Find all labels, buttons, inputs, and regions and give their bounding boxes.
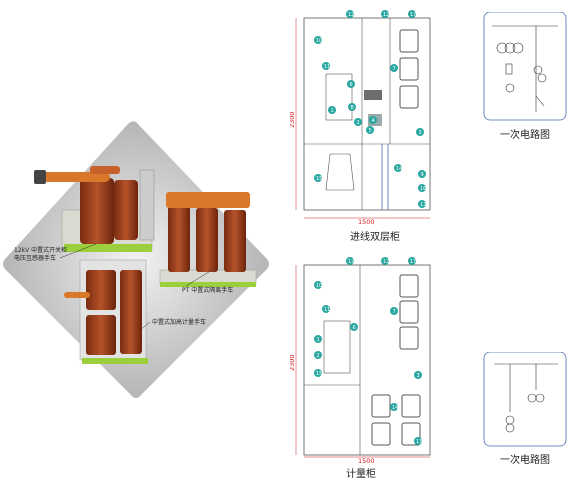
circuit-symbol-bottom <box>483 351 567 447</box>
metering-cabinet-diagram: 12 12 17 10 11 6 7 1 2 3 14 15 13 2300 1… <box>288 255 440 481</box>
dimension-lines-top <box>295 18 430 219</box>
svg-text:2: 2 <box>317 353 320 359</box>
caption-top-cabinet: 进线双层柜 <box>350 232 400 243</box>
svg-text:6: 6 <box>353 325 356 331</box>
pt-trolley-image <box>159 192 257 287</box>
svg-text:10: 10 <box>316 38 322 44</box>
cabinet-drawing-bottom: 12 12 17 10 11 6 7 1 2 3 14 15 13 2300 1… <box>288 257 431 465</box>
caption-circuit-bottom: 一次电路图 <box>500 455 550 466</box>
pt-trolley-label: PT 中置式隔离手车 <box>182 287 234 294</box>
svg-text:3: 3 <box>417 373 420 379</box>
svg-text:17: 17 <box>410 259 416 265</box>
vcb-trolley-label: 12kV 中置式开关柜 电压互感器手车 <box>14 247 68 262</box>
incoming-double-layer-cabinet-diagram: 12 12 17 10 11 6 7 8 1 2 4 5 3 14 15 9 1… <box>288 4 440 244</box>
cabinet-drawing-top: 12 12 17 10 11 6 7 8 1 2 4 5 3 14 15 9 1… <box>288 10 431 226</box>
svg-text:3: 3 <box>419 130 422 136</box>
svg-text:8: 8 <box>351 105 354 111</box>
vcb-trolley-image <box>34 166 155 252</box>
svg-text:7: 7 <box>393 309 396 315</box>
diamond-background <box>3 121 269 398</box>
svg-text:7: 7 <box>393 66 396 72</box>
svg-text:5: 5 <box>369 128 372 134</box>
metering-trolley-label: 中置式加高计量手车 <box>152 319 207 326</box>
caption-bottom-cabinet: 计量柜 <box>346 469 376 480</box>
svg-text:11: 11 <box>324 307 330 313</box>
primary-circuit-diagram-top: 一次电路图 <box>480 11 570 152</box>
svg-text:1: 1 <box>331 108 334 114</box>
svg-text:11: 11 <box>324 64 330 70</box>
svg-text:16: 16 <box>420 186 426 192</box>
svg-text:12: 12 <box>383 12 389 18</box>
dimension-lines-bottom <box>295 265 430 458</box>
svg-text:15: 15 <box>316 176 322 182</box>
circuit-symbol-top <box>483 11 567 121</box>
svg-text:4: 4 <box>372 118 375 124</box>
svg-text:14: 14 <box>396 166 402 172</box>
primary-circuit-diagram-bottom: 一次电路图 <box>480 351 570 467</box>
svg-text:17: 17 <box>410 12 416 18</box>
caption-circuit-top: 一次电路图 <box>500 130 550 141</box>
svg-text:12: 12 <box>348 12 354 18</box>
component-marker-numbers-bottom: 12 12 17 10 11 6 7 1 2 3 14 15 13 <box>316 259 422 445</box>
photo-collage-graphic <box>3 121 269 398</box>
height-dimension-bottom: 2300 <box>290 354 296 371</box>
svg-text:15: 15 <box>316 371 322 377</box>
component-markers-top <box>314 10 426 208</box>
width-dimension-top: 1500 <box>358 218 375 226</box>
width-dimension-bottom: 1500 <box>358 457 375 463</box>
height-dimension-top: 2300 <box>290 111 296 128</box>
switchgear-photo-collage: 12kV 中置式开关柜 电压互感器手车 PT 中置式隔离手车 中置式加高计量手车 <box>0 120 272 402</box>
svg-text:14: 14 <box>392 405 398 411</box>
svg-text:9: 9 <box>421 172 424 178</box>
component-markers-bottom <box>314 257 422 445</box>
svg-text:1: 1 <box>317 337 320 343</box>
svg-text:12: 12 <box>383 259 389 265</box>
svg-text:2: 2 <box>357 120 360 126</box>
svg-text:6: 6 <box>350 82 353 88</box>
metering-trolley-image <box>64 259 148 364</box>
svg-text:13: 13 <box>420 202 426 208</box>
svg-text:10: 10 <box>316 283 322 289</box>
svg-text:13: 13 <box>416 439 422 445</box>
component-marker-numbers-top: 12 12 17 10 11 6 7 8 1 2 4 5 3 14 15 9 1… <box>316 12 426 208</box>
svg-text:12: 12 <box>348 259 354 265</box>
